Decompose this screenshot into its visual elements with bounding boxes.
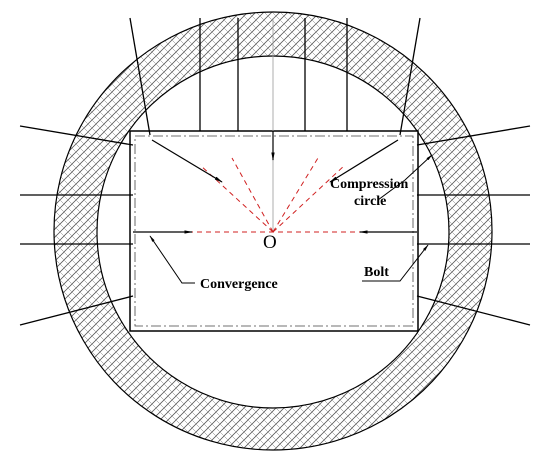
- lining-ring: [53, 11, 493, 451]
- ray-upper-right: [272, 164, 346, 233]
- bolt-top-6: [399, 17, 421, 136]
- bolt-label: Bolt: [364, 265, 389, 280]
- left-bolts: [19, 125, 134, 326]
- compression-label-line2: circle: [354, 194, 386, 209]
- bolt-right-4: [416, 295, 531, 326]
- compression-label-line1: Compression: [330, 177, 409, 192]
- arrow-upper-left: [151, 139, 223, 183]
- right-bolts: [416, 125, 531, 326]
- bolt-top-1: [129, 17, 151, 136]
- ray-mid-right: [272, 157, 319, 233]
- bolt-right-1: [416, 125, 531, 146]
- bolt-left-4: [19, 295, 134, 326]
- arrow-upper-right: [329, 139, 399, 183]
- convergence-label: Convergence: [200, 277, 278, 292]
- bolt-left-1: [19, 125, 134, 146]
- convergence-outline: [134, 135, 414, 327]
- bolt-leader: [362, 244, 429, 282]
- center-label: O: [263, 232, 277, 253]
- top-bolts: [129, 17, 421, 136]
- pressure-arrows: [133, 131, 417, 234]
- compression-leader: [377, 154, 433, 201]
- convergence-leader: [149, 235, 195, 284]
